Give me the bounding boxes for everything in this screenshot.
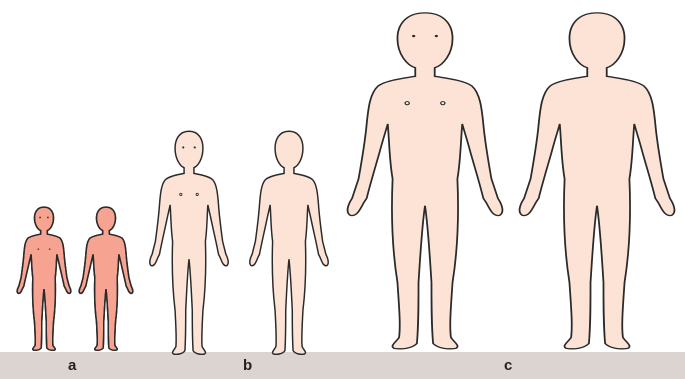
infant-front	[17, 207, 71, 350]
panel-label-a: a	[68, 357, 76, 374]
panel-label-c: c	[504, 357, 512, 374]
adult-back	[516, 13, 678, 352]
adult-front	[344, 13, 506, 349]
child-front	[148, 131, 230, 354]
panel-label-b: b	[243, 357, 252, 374]
child-back	[250, 131, 328, 354]
infant-back	[79, 207, 133, 350]
ground-strip	[0, 352, 685, 379]
